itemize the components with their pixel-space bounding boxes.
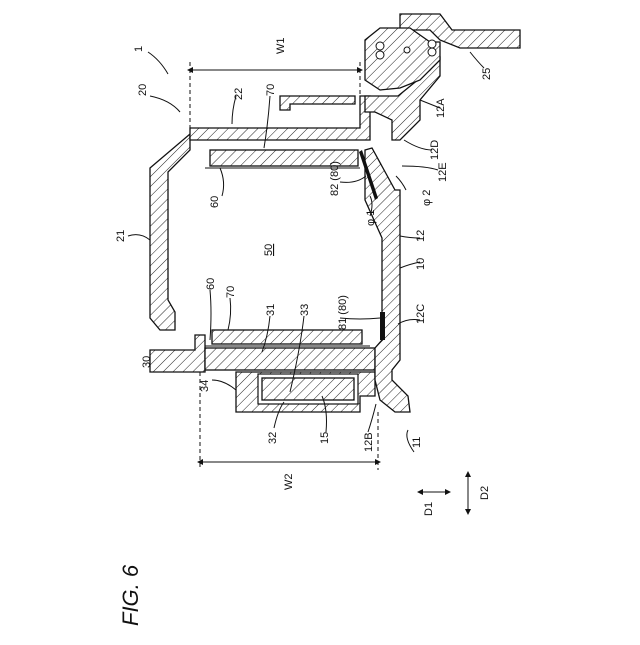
- label-33: 33: [299, 304, 311, 316]
- label-34: 34: [199, 380, 211, 392]
- label-82: 82 (80): [329, 161, 341, 196]
- label-32: 32: [267, 432, 279, 444]
- label-20: 20: [137, 84, 149, 96]
- label-22: 22: [233, 88, 245, 100]
- label-50: 50: [263, 244, 275, 256]
- label-12: 12: [415, 230, 427, 242]
- label-d1: D1: [423, 502, 435, 516]
- label-1: 1: [133, 46, 145, 52]
- leader-82: [340, 176, 366, 182]
- pin-e: [404, 47, 410, 53]
- label-30: 30: [141, 356, 153, 368]
- leader-20: [150, 96, 180, 112]
- label-d2: D2: [479, 486, 491, 500]
- label-25: 25: [481, 68, 493, 80]
- label-81: 81 (80): [337, 295, 349, 330]
- holder-31: [205, 348, 375, 370]
- leader-60a: [220, 168, 224, 196]
- label-phi2: φ 2: [421, 190, 433, 206]
- leader-25: [470, 52, 484, 68]
- pin-b: [376, 51, 384, 59]
- label-11: 11: [411, 437, 423, 448]
- leader-1: [148, 52, 168, 74]
- part-30: [150, 335, 205, 372]
- label-70b: 70: [225, 286, 237, 298]
- leader-12B: [368, 404, 376, 432]
- inner-15-core: [262, 378, 354, 400]
- pin-a: [376, 42, 384, 50]
- label-21: 21: [115, 230, 127, 242]
- leader-phi2: [396, 176, 406, 190]
- leader-60b: [210, 290, 211, 340]
- label-60a: 60: [209, 196, 221, 208]
- leader-34: [212, 380, 236, 390]
- label-12A: 12A: [435, 98, 447, 118]
- label-12B: 12B: [363, 432, 375, 452]
- pin-c: [428, 40, 436, 48]
- wall-81: [380, 312, 385, 340]
- heater-70-lower: [212, 330, 362, 344]
- label-60b: 60: [205, 278, 217, 290]
- cover-part-21: [150, 134, 190, 330]
- cover-part-22-lip: [280, 96, 355, 110]
- label-12C: 12C: [415, 304, 427, 324]
- figure-title: FIG. 6: [118, 564, 143, 626]
- leader-12E: [402, 166, 438, 170]
- label-10: 10: [415, 258, 427, 270]
- label-15: 15: [319, 432, 331, 444]
- label-phi1: φ 1: [365, 210, 377, 226]
- leader-12D: [404, 140, 432, 150]
- leader-70b: [228, 298, 231, 330]
- leader-21: [128, 235, 150, 240]
- label-12D: 12D: [429, 140, 441, 160]
- pin-d: [428, 48, 436, 56]
- label-70a: 70: [265, 84, 277, 96]
- label-w2: W2: [283, 474, 295, 491]
- label-w1: W1: [275, 38, 287, 55]
- label-31: 31: [265, 304, 277, 316]
- label-12E: 12E: [437, 162, 449, 182]
